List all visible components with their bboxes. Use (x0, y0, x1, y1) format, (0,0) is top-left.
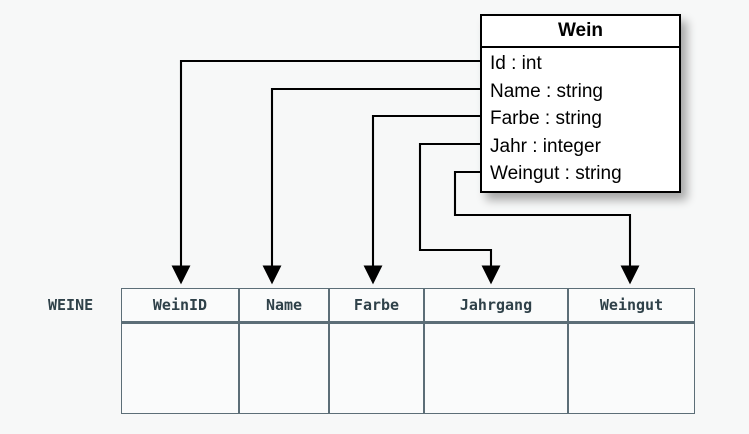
uml-attribute: Farbe : string (490, 108, 602, 130)
table-header-row: WeinID Name Farbe Jahrgang Weingut (121, 288, 695, 322)
uml-attribute: Weingut : string (490, 163, 622, 185)
relation-name-label: WEINE (48, 296, 94, 314)
uml-attribute: Name : string (490, 80, 603, 102)
table-row[interactable] (121, 324, 695, 414)
row-spacer (568, 322, 695, 324)
uml-class-name: Wein (482, 16, 679, 48)
uml-class-box[interactable]: Wein Id : int Name : string Farbe : stri… (480, 14, 681, 193)
uml-attribute-list: Id : int Name : string Farbe : string Ja… (482, 48, 679, 191)
connector-name-to-name (262, 87, 480, 285)
connector-weingut-to-weingut (453, 170, 640, 285)
row-spacer (239, 322, 329, 324)
connector-jahr-to-jahrgang (418, 142, 501, 285)
row-spacer (329, 322, 424, 324)
uml-attribute: Jahr : integer (490, 135, 601, 157)
table-cell[interactable] (568, 324, 695, 414)
column-header: Name (239, 288, 329, 322)
column-header: Jahrgang (424, 288, 568, 322)
table-cell[interactable] (239, 324, 329, 414)
connector-id-to-weinid (171, 59, 480, 285)
uml-attribute: Id : int (490, 53, 542, 74)
table-row-gap (121, 322, 695, 324)
table-cell[interactable] (424, 324, 568, 414)
column-header: Farbe (329, 288, 424, 322)
row-spacer (121, 322, 239, 324)
column-header: WeinID (121, 288, 239, 322)
column-header: Weingut (568, 288, 695, 322)
table-cell[interactable] (121, 324, 239, 414)
relational-table[interactable]: WeinID Name Farbe Jahrgang Weingut (121, 288, 695, 414)
row-spacer (424, 322, 568, 324)
connector-farbe-to-farbe (363, 114, 480, 285)
table-cell[interactable] (329, 324, 424, 414)
